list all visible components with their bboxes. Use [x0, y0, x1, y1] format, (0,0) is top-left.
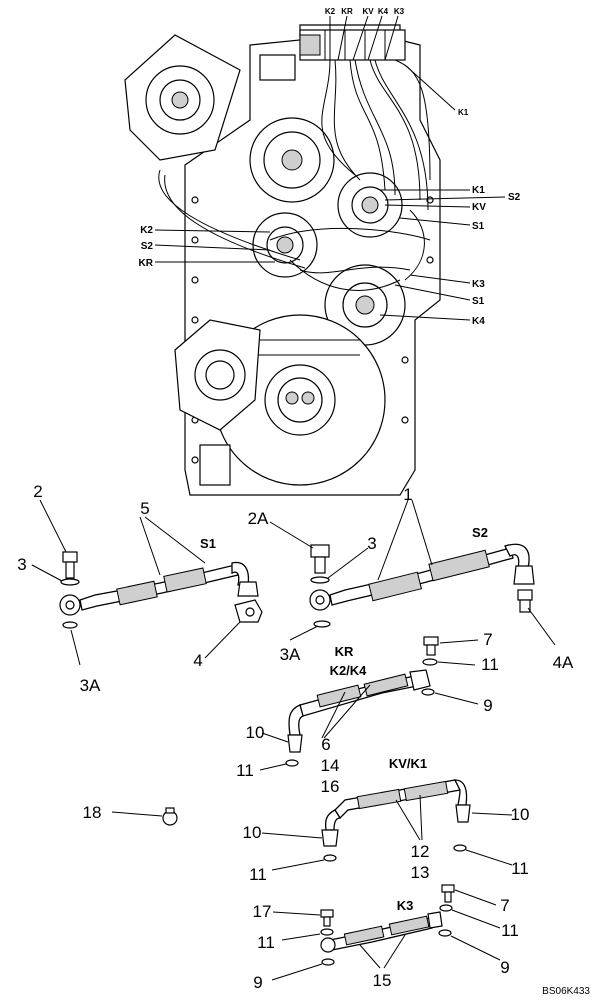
hose-label-k2k4: K2/K4	[330, 663, 368, 678]
washer-3a-mid	[313, 620, 331, 628]
callout-16: 16	[321, 777, 340, 796]
hose-s1	[59, 561, 259, 616]
callout-4a: 4A	[553, 653, 574, 672]
washer-9-right	[438, 929, 452, 937]
callout-3-left: 3	[17, 555, 26, 574]
callout-17: 17	[253, 902, 272, 921]
label-k2-top: K2	[325, 7, 336, 16]
callout-9-left: 9	[253, 973, 262, 992]
callout-6: 6	[321, 735, 330, 754]
filter-assembly	[174, 319, 261, 486]
bolt-7-bottom	[441, 884, 455, 903]
callout-11-e: 11	[257, 933, 275, 952]
leaders-kvk1	[111, 794, 513, 871]
leaders-s1	[31, 499, 241, 666]
hose-label-kr: KR	[335, 644, 354, 659]
label-l-k2: K2	[140, 225, 153, 236]
label-l-kr: KR	[139, 258, 154, 269]
callout-3a-mid: 3A	[280, 645, 301, 664]
washer-11-c	[323, 854, 337, 862]
callout-15: 15	[373, 971, 392, 990]
banjo-bolt-2a	[310, 544, 330, 574]
callout-11-d: 11	[511, 859, 529, 878]
label-r-k3: K3	[472, 279, 485, 290]
washer-3-left	[60, 578, 80, 586]
top-leader-lines	[154, 15, 506, 321]
clutch-k1	[337, 172, 403, 238]
label-kv-top: KV	[362, 7, 374, 16]
clamp-18	[162, 807, 178, 826]
callout-5: 5	[140, 499, 149, 518]
fitting-4a	[517, 589, 533, 613]
bolt-17	[320, 909, 334, 927]
callout-3-mid: 3	[367, 534, 376, 553]
callout-2a: 2A	[248, 509, 269, 528]
figure-code: BS06K433	[542, 986, 590, 997]
leaders-s2	[269, 499, 556, 646]
label-r-kv: KV	[472, 202, 486, 213]
label-r-k4: K4	[472, 316, 485, 327]
hose-label-k3: K3	[397, 898, 414, 913]
callout-11-f: 11	[501, 921, 519, 940]
callout-10-c: 10	[511, 805, 530, 824]
label-r-k1: K1	[472, 185, 485, 196]
washer-9-left	[321, 958, 335, 966]
callout-9-right: 9	[500, 958, 509, 977]
banjo-bolt-2	[62, 551, 78, 579]
callout-3a-left: 3A	[80, 676, 101, 695]
leaders-kr	[259, 639, 479, 771]
hose-label-s2: S2	[472, 525, 488, 540]
clutch-k4	[324, 264, 406, 346]
label-r-s1b: S1	[472, 296, 485, 307]
label-k4-top: K4	[378, 7, 389, 16]
callout-4: 4	[193, 651, 202, 670]
washer-9-top	[421, 688, 435, 696]
leaders-k3	[271, 889, 501, 981]
fitting-4	[234, 599, 263, 623]
hose-label-s1: S1	[200, 536, 216, 551]
callout-1: 1	[403, 485, 412, 504]
label-k3-top: K3	[394, 7, 405, 16]
callout-7-top: 7	[483, 630, 492, 649]
callout-7-bottom: 7	[500, 896, 509, 915]
pump-housing	[124, 34, 241, 161]
hose-lines-top	[158, 59, 431, 291]
valve-block	[259, 29, 406, 81]
hose-s2	[309, 543, 535, 611]
washer-3-mid	[310, 576, 330, 584]
transmission-housing	[124, 15, 506, 496]
label-kr-top: KR	[341, 7, 353, 16]
hose-kr-k2k4	[287, 669, 431, 753]
washer-11-f	[439, 904, 453, 912]
callout-14: 14	[321, 756, 340, 775]
callout-11-b: 11	[236, 761, 254, 780]
label-k1-right: K1	[458, 108, 469, 117]
callout-18: 18	[83, 803, 102, 822]
washer-11-d	[453, 844, 467, 852]
clutch-k2	[252, 212, 318, 278]
callout-11-a: 11	[481, 655, 499, 674]
bolt-7-top	[423, 636, 439, 656]
callout-10-a: 10	[246, 723, 265, 742]
label-l-s2: S2	[141, 241, 154, 252]
hose-k3	[320, 911, 443, 953]
callout-10-b: 10	[243, 823, 262, 842]
callout-12: 12	[411, 842, 430, 861]
callout-9-top: 9	[483, 696, 492, 715]
label-r-s1a: S1	[472, 221, 485, 232]
callout-2: 2	[33, 482, 42, 501]
hose-label-kvk1: KV/K1	[389, 756, 427, 771]
callout-13: 13	[411, 863, 430, 882]
hose-kv-k1	[321, 779, 471, 847]
washer-11-a	[422, 658, 438, 666]
upper-clutch	[249, 117, 335, 203]
label-r-s2: S2	[508, 192, 521, 203]
washer-3a-left	[62, 621, 78, 629]
callout-11-c: 11	[249, 865, 267, 884]
washer-11-e	[320, 928, 334, 936]
washer-11-b	[285, 759, 299, 767]
